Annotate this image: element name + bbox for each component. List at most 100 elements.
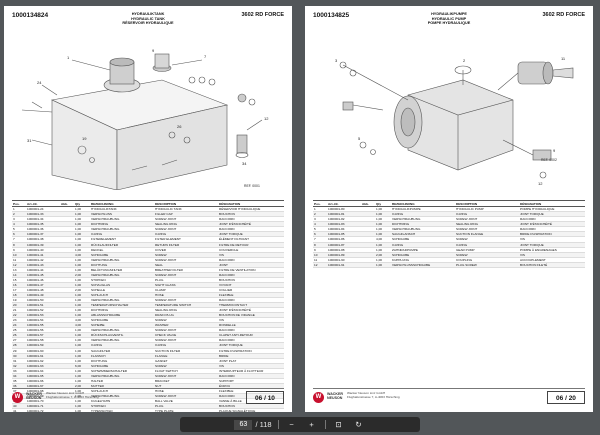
table-cell: 1000001-48 [26, 287, 60, 293]
table-cell: BRACKET [154, 378, 218, 384]
table-cell: 40 [12, 403, 26, 410]
table-cell [60, 226, 74, 233]
table-cell: 26 [12, 332, 26, 339]
table-cell: SCREW JOINT [154, 216, 218, 223]
table-cell: BRIDE [218, 353, 284, 359]
table-cell: 4,00 [74, 322, 90, 329]
table-cell: 1000001-82 [327, 216, 361, 223]
table-cell: O-RING [455, 242, 519, 248]
table-cell: 27 [12, 337, 26, 344]
document-number: 1000134824 [12, 12, 49, 19]
table-cell: BOUCHON [218, 277, 284, 283]
title-en: HYDRAULIC PUMP [431, 16, 467, 21]
table-cell [60, 408, 74, 412]
table-cell: ÉLÉMENT FILTRANT [218, 236, 284, 243]
table-cell: FILTRE DE RETOUR [218, 242, 284, 248]
table-cell: 1,00 [74, 307, 90, 314]
table-cell: FILTER ELEMENT [154, 236, 218, 243]
rotate-button[interactable]: ↻ [352, 418, 366, 431]
current-page-input[interactable] [234, 419, 253, 430]
table-cell [60, 312, 74, 319]
zoom-in-button[interactable]: + [305, 418, 319, 431]
table-cell: 1,00 [74, 221, 90, 228]
table-cell: SCREW [154, 363, 218, 369]
table-cell: DICHTRING [391, 221, 455, 228]
page-navigation: / 118 [234, 419, 272, 430]
table-cell: JOINT TORIQUE [519, 211, 585, 218]
page-number-box: 06 / 10 [246, 391, 284, 404]
table-cell: 1000001-56 [26, 327, 60, 334]
table-cell: FILTRE DE VENTILATION [218, 267, 284, 273]
table-cell: TYPENSCHILD [90, 408, 154, 412]
zoom-out-button[interactable]: − [285, 418, 299, 431]
footer-company: Wacker Neuson Linz GmbH Flughafenstrasse… [347, 391, 400, 399]
table-cell: SCREW JOINT [154, 297, 218, 304]
fit-page-button[interactable]: ⊡ [332, 418, 346, 431]
table-cell: RACCORD [218, 327, 284, 334]
svg-text:5: 5 [358, 136, 361, 141]
table-cell: VIS [218, 317, 284, 324]
figure-reference: REF. 0002 [541, 158, 557, 162]
table-cell: 1000001-59 [26, 342, 60, 349]
table-cell: 1,00 [375, 257, 391, 263]
table-cell: 1000001-60 [26, 348, 60, 354]
table-cell: JOINT D'ÉTANCHÉITÉ [519, 221, 585, 228]
toolbar-divider [324, 420, 326, 429]
pdf-page-right: 1000134825 HYDRAULIKPUMPE HYDRAULIC PUMP… [305, 6, 593, 412]
parts-table-header: Pos. Art.-Nr. Abb. Qty BEZEICHNUNG DESCR… [12, 199, 284, 208]
table-cell: 1000001-39 [26, 242, 60, 248]
svg-text:12: 12 [264, 116, 269, 121]
table-cell: 1,00 [375, 231, 391, 238]
parts-table: Pos. Art.-Nr. Abb. Qty BEZEICHNUNG DESCR… [313, 199, 585, 268]
table-cell: RACCORD [218, 373, 284, 379]
table-cell: VERSCHRAUBUNG [90, 272, 154, 278]
table-cell: 1,00 [74, 257, 90, 263]
table-cell: 1,00 [74, 348, 90, 354]
table-cell: 1,00 [375, 242, 391, 248]
table-cell: MUTTER [90, 383, 154, 389]
table-cell: 13 [12, 267, 26, 273]
table-cell: 16 [12, 282, 26, 288]
table-cell: 30 [12, 353, 26, 359]
table-cell: O-RING [391, 242, 455, 248]
table-cell: SCHRAUBE [391, 252, 455, 258]
table-cell: SCREW JOINT [154, 327, 218, 334]
table-cell: 36 [12, 383, 26, 389]
table-cell [60, 216, 74, 223]
table-cell [361, 211, 375, 218]
table-cell: VERSCHRAUBUNG [90, 337, 154, 344]
table-cell: SEALING RING [455, 221, 519, 228]
page-titles: HYDRAULIKPUMPE HYDRAULIC PUMP POMPE HYDR… [313, 12, 585, 26]
table-cell: SCREW [154, 317, 218, 324]
table-cell: 35 [12, 378, 26, 384]
table-cell [60, 252, 74, 258]
table-cell: 1,00 [74, 403, 90, 410]
table-cell: 12 [12, 262, 26, 268]
table-cell: FLOAT SWITCH [154, 368, 218, 374]
table-cell: 2,00 [74, 272, 90, 278]
toolbar-divider [277, 420, 279, 429]
table-cell: VOYANT [218, 282, 284, 288]
table-cell: SCREW JOINT [154, 257, 218, 263]
table-cell: SUPPORT [218, 378, 284, 384]
table-cell: 1000001-91 [327, 262, 361, 268]
table-cell: 1,00 [74, 292, 90, 299]
table-cell: 1000001-49 [26, 292, 60, 299]
table-cell: 5 [313, 226, 327, 233]
svg-text:9: 9 [553, 148, 556, 153]
svg-text:9: 9 [152, 48, 155, 53]
table-cell: 1000001-33 [26, 211, 60, 218]
table-cell: 1000001-70 [26, 398, 60, 405]
